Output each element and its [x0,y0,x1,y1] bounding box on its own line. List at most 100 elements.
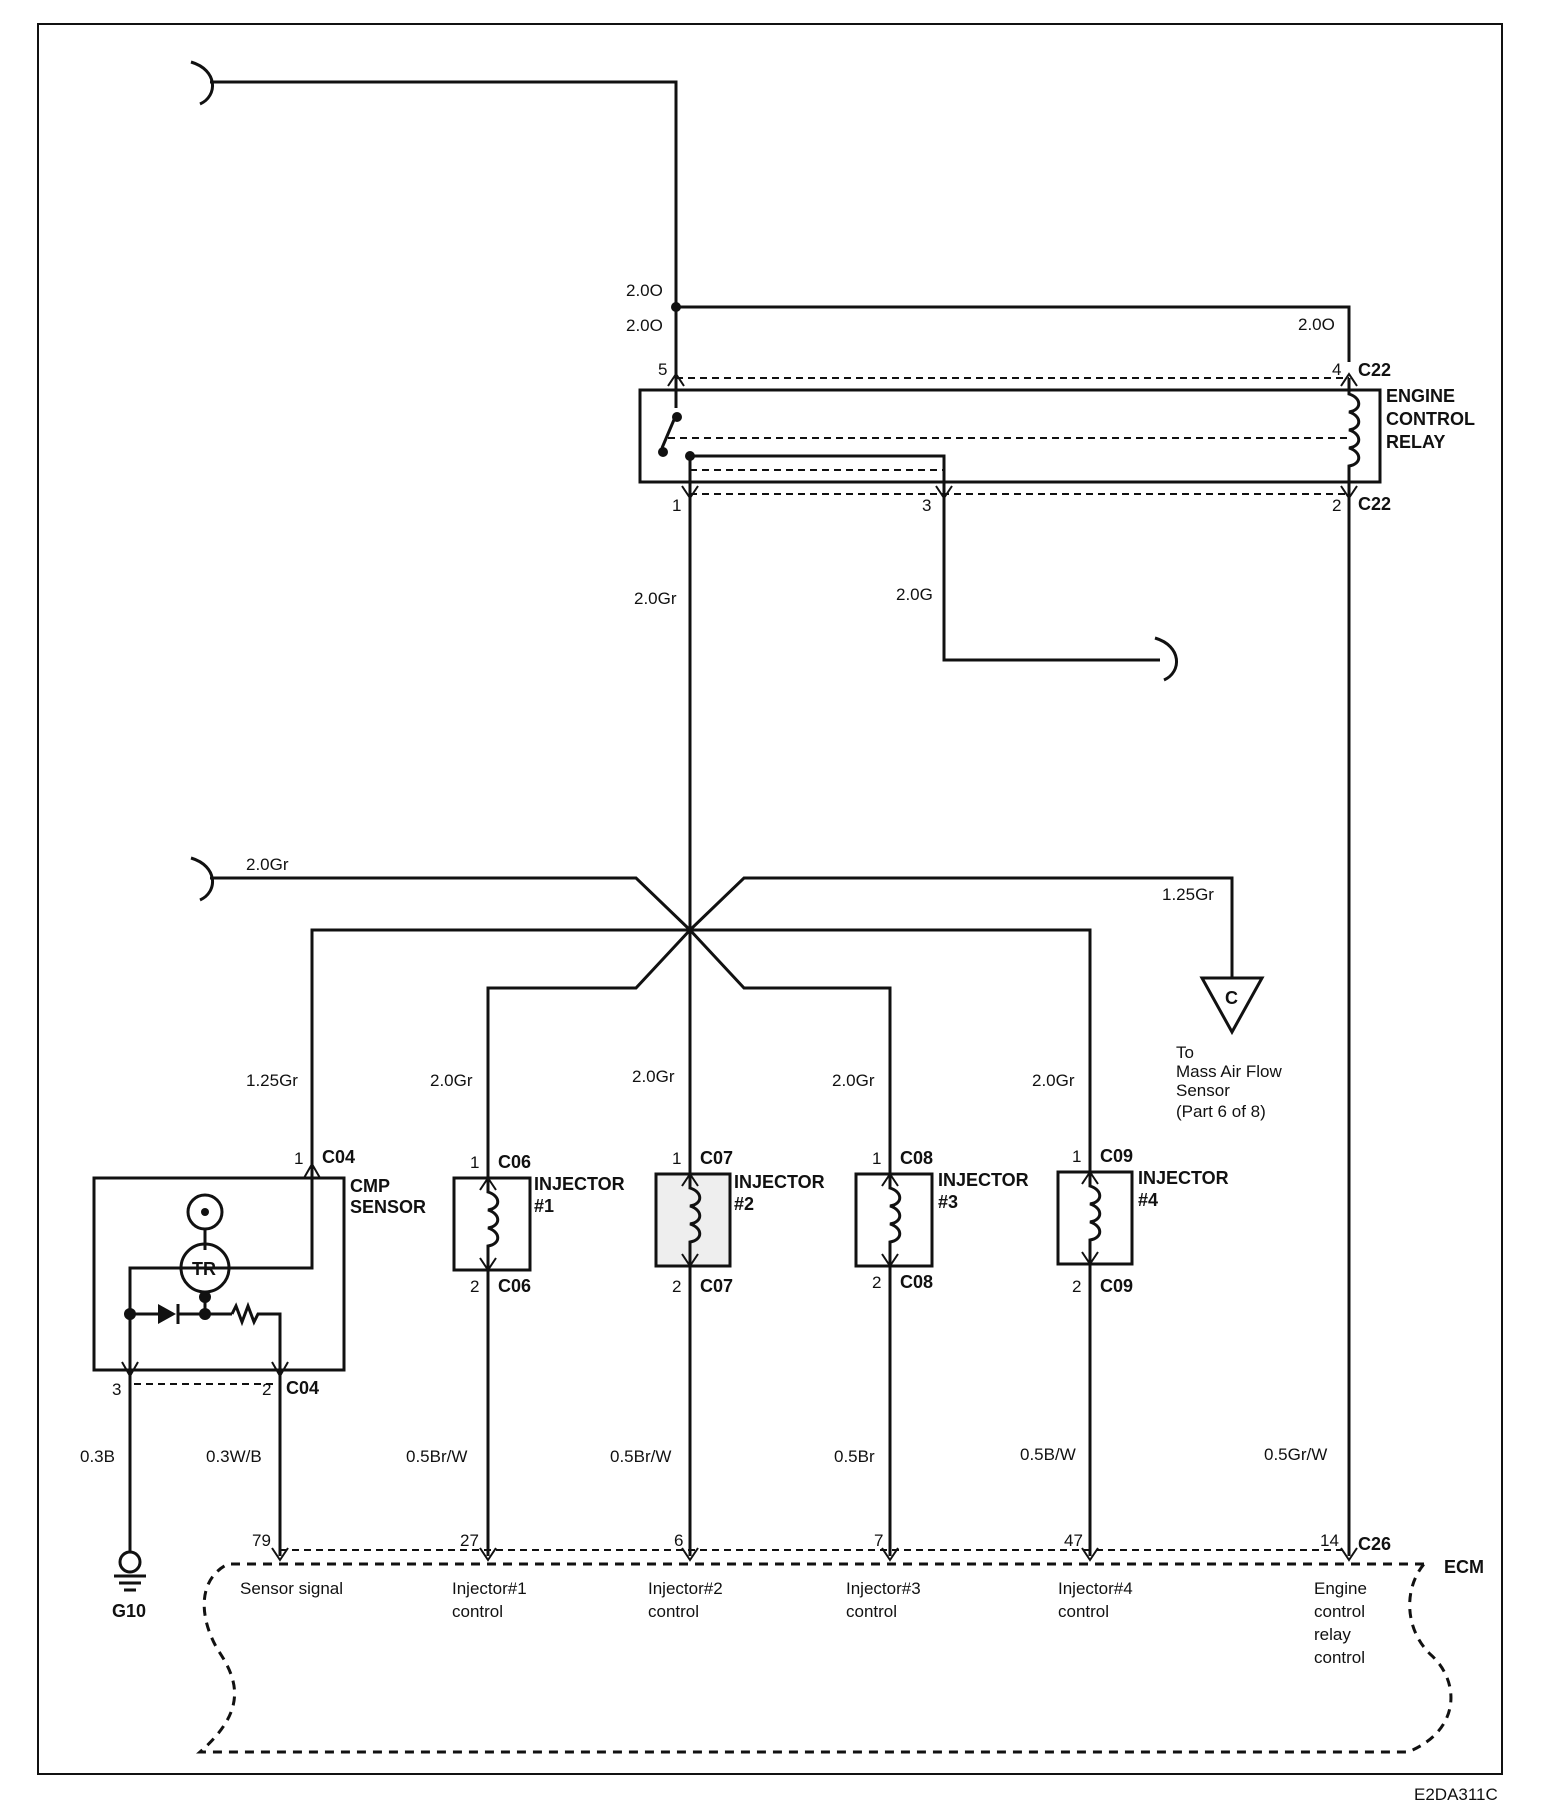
wire-label-feed-right: 2.0O [1298,315,1335,334]
injector-3-name: INJECTOR [938,1170,1029,1190]
relay-pin-4: 4 [1332,360,1341,379]
ecm-function-sensor-signal: Sensor signal [240,1579,343,1598]
injector-4-number: #4 [1138,1190,1158,1210]
ecm-pin-27: 27 [460,1531,479,1550]
mass-air-flow-text-1: To [1176,1043,1194,1062]
cmp-diode-icon [158,1304,176,1324]
ecm-pin-6: 6 [674,1531,683,1550]
wire-label-inj4-feed: 2.0Gr [1032,1071,1075,1090]
wire-label-cmp-ground: 0.3B [80,1447,115,1466]
ecm-pin-79: 79 [252,1531,271,1550]
wire-label-inj2-feed: 2.0Gr [632,1067,675,1086]
splice-distribution [190,856,1234,1178]
ecm-function-inj2-line2: control [648,1602,699,1621]
diagram-frame [37,23,1503,1775]
ecm-function-relay-line4: control [1314,1648,1365,1667]
injector-4 [1056,1170,1134,1556]
relay-title-line1: ENGINE [1386,386,1455,406]
injector-4-connector-top: C09 [1100,1146,1133,1166]
cmp-tr-label: TR [192,1259,216,1279]
ecm-function-relay-line2: control [1314,1602,1365,1621]
mass-air-flow-part: (Part 6 of 8) [1176,1102,1266,1121]
ecm-function-inj4-line2: control [1058,1602,1109,1621]
wire-label-inj1-ctrl: 0.5Br/W [406,1447,467,1466]
cmp-pin-2: 2 [262,1380,271,1399]
injector-4-connector-bottom: C09 [1100,1276,1133,1296]
wire-label-feed-top-a: 2.0O [626,281,663,300]
injector-1-pin-top: 1 [470,1153,479,1172]
wire-label-feed-top-b: 2.0O [626,316,663,335]
injector-2-pin-top: 1 [672,1149,681,1168]
relay-connector-bottom: C22 [1358,494,1391,514]
wire-label-inj2-ctrl: 0.5Br/W [610,1447,671,1466]
ecm-function-inj1-line2: control [452,1602,503,1621]
relay-title-line3: RELAY [1386,432,1445,452]
relay-title-line2: CONTROL [1386,409,1475,429]
injector-1-connector-top: C06 [498,1152,531,1172]
wire-label-inj4-ctrl: 0.5B/W [1020,1445,1076,1464]
cmp-connector-bottom: C04 [286,1378,319,1398]
wire-label-inj1-feed: 2.0Gr [430,1071,473,1090]
relay-pin-1: 1 [672,496,681,515]
wire-label-relay-out-3: 2.0G [896,585,933,604]
wire-label-splice-right: 1.25Gr [1162,885,1214,904]
wire-label-relay-ctrl: 0.5Gr/W [1264,1445,1327,1464]
injector-1 [452,1176,532,1556]
figure-code: E2DA311C [1414,1785,1498,1804]
cmp-label-line1: CMP [350,1176,390,1196]
injector-1-pin-bottom: 2 [470,1277,479,1296]
injector-2-connector-bottom: C07 [700,1276,733,1296]
ecm-function-relay-line1: Engine [1314,1579,1367,1598]
injector-1-number: #1 [534,1196,554,1216]
ecm-function-inj3-line1: Injector#3 [846,1579,921,1598]
cmp-pin-3: 3 [112,1380,121,1399]
cmp-resistor-icon [230,1301,282,1370]
ecm-connector: C26 [1358,1534,1391,1554]
ground-label: G10 [112,1601,146,1621]
ecm-pin-7: 7 [874,1531,883,1550]
wire-label-inj3-feed: 2.0Gr [832,1071,875,1090]
mass-air-flow-ref-letter: C [1225,988,1238,1008]
injector-2-pin-bottom: 2 [672,1277,681,1296]
injector-3-number: #3 [938,1192,958,1212]
wire-label-splice-left: 2.0Gr [246,855,289,874]
ecm-label: ECM [1444,1557,1484,1577]
wire-label-cmp-feed: 1.25Gr [246,1071,298,1090]
injector-2-name: INJECTOR [734,1172,825,1192]
injector-2 [654,1172,732,1556]
relay-connector-top: C22 [1358,360,1391,380]
injector-3-pin-bottom: 2 [872,1273,881,1292]
relay-output-wires [688,494,1351,1556]
relay-pin-3: 3 [922,496,931,515]
injector-4-pin-bottom: 2 [1072,1277,1081,1296]
cmp-sensor [92,1161,346,1556]
wire-label-cmp-signal: 0.3W/B [206,1447,262,1466]
ecm-function-inj4-line1: Injector#4 [1058,1579,1133,1598]
injector-1-connector-bottom: C06 [498,1276,531,1296]
injector-4-name: INJECTOR [1138,1168,1229,1188]
engine-control-relay [638,362,1382,500]
injector-3-pin-top: 1 [872,1149,881,1168]
relay-pin-2: 2 [1332,496,1341,515]
ecm-pin-47: 47 [1064,1531,1083,1550]
cmp-pin-1: 1 [294,1149,303,1168]
wire-label-relay-out-1: 2.0Gr [634,589,677,608]
injector-2-connector-top: C07 [700,1148,733,1168]
mass-air-flow-text-3: Sensor [1176,1081,1230,1100]
injector-3 [854,1172,934,1556]
cmp-label-line2: SENSOR [350,1197,426,1217]
injector-3-connector-top: C08 [900,1148,933,1168]
ecm-function-inj3-line2: control [846,1602,897,1621]
top-feed-wires [190,60,1351,362]
ecm-pin-14: 14 [1320,1531,1339,1550]
cmp-connector-top: C04 [322,1147,355,1167]
ecm-function-inj2-line1: Injector#2 [648,1579,723,1598]
injector-3-connector-bottom: C08 [900,1272,933,1292]
ground-g10 [114,1550,146,1592]
wire-label-inj3-ctrl: 0.5Br [834,1447,875,1466]
ecm-module [196,1547,1453,1754]
injector-1-name: INJECTOR [534,1174,625,1194]
mass-air-flow-text-2: Mass Air Flow [1176,1062,1283,1081]
mass-air-flow-reference [1199,976,1265,1036]
